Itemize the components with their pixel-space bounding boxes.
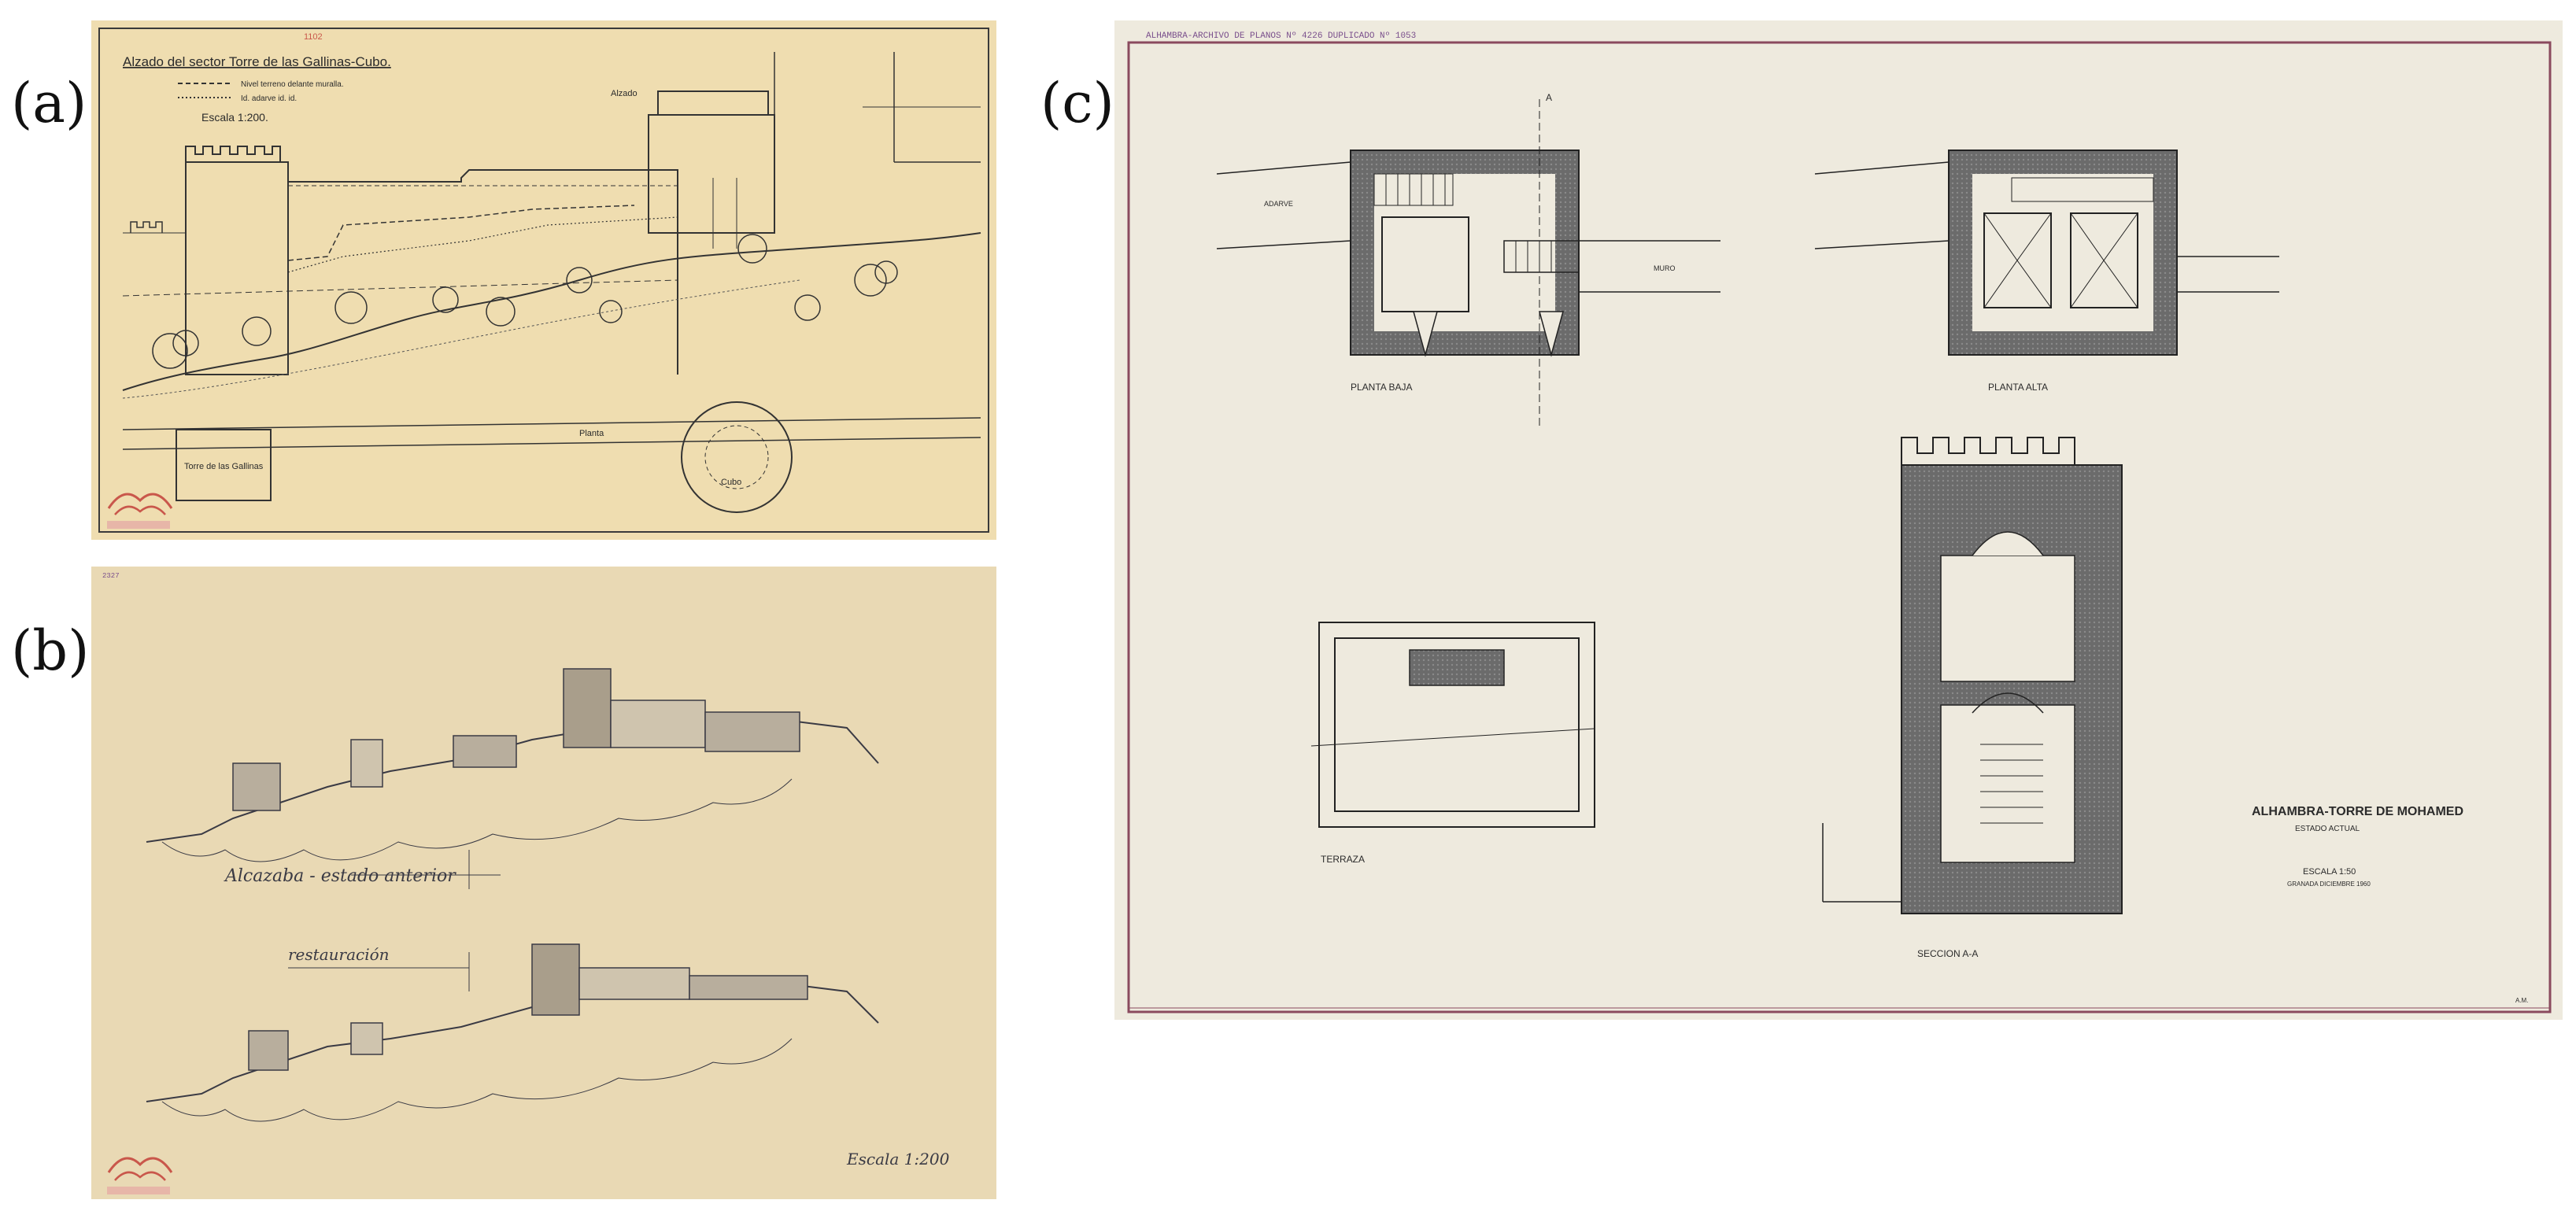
panel-label-c: (c) (1040, 71, 1114, 135)
sheet-c-scale: ESCALA 1:50 (2303, 867, 2356, 877)
sheet-a-alzado-label: Alzado (611, 89, 638, 98)
drawing-sheet-a: Alzado del sector Torre de las Gallinas-… (91, 20, 996, 540)
sheet-a-scale: Escala 1:200. (201, 111, 268, 124)
panel-label-b: (b) (11, 618, 90, 683)
sheet-b-caption-top: Alcazaba - estado anterior (224, 866, 456, 886)
junta-logo (107, 493, 173, 529)
plan-terrace (1310, 622, 1595, 828)
sheet-c-subtitle: ESTADO ACTUAL (2295, 825, 2360, 833)
seccion-label: SECCION A-A (1917, 948, 1978, 959)
drawing-sheet-b: 2327 Alcazaba - estado anterior restaura… (91, 567, 996, 1199)
sheet-b-caption-bottom: restauración (288, 945, 390, 964)
sheet-b-stamp-number: 2327 (102, 572, 120, 580)
planta-alta-label: PLANTA ALTA (1988, 382, 2048, 393)
sheet-c-date: GRANADA DICIEMBRE 1960 (2287, 881, 2371, 888)
tower-elevation (185, 146, 289, 375)
sheet-c-header: ALHAMBRA-ARCHIVO DE PLANOS Nº 4226 DUPLI… (1146, 31, 1416, 41)
plan-ground-floor (1216, 99, 1720, 430)
muro-label: MURO (1654, 264, 1676, 272)
sheet-a-legend-1: Nivel terreno delante muralla. (241, 80, 344, 89)
fortress-silhouette-before (146, 668, 879, 862)
sheet-c-title: ALHAMBRA-TORRE DE MOHAMED (2252, 805, 2463, 818)
sheet-a-cubo-label: Cubo (721, 478, 741, 487)
sheet-b-scale: Escala 1:200 (846, 1150, 950, 1168)
plan-upper-floor (1814, 150, 2279, 356)
elevation-drawing-b: 2327 Alcazaba - estado anterior restaura… (102, 572, 950, 1194)
sheet-c-corner-mark: A.M. (2515, 997, 2528, 1004)
adarve-label: ADARVE (1264, 200, 1293, 208)
section-elevation (1822, 437, 2123, 914)
sheet-a-stamp-number: 1102 (304, 32, 323, 42)
shrub-sketches (152, 234, 898, 369)
section-mark-top: A (1546, 92, 1552, 103)
panel-label-a: (a) (11, 71, 87, 135)
elevation-drawing-a: Alzado del sector Torre de las Gallinas-… (98, 28, 989, 533)
tower-plans-drawing: ALHAMBRA-ARCHIVO DE PLANOS Nº 4226 DUPLI… (1127, 31, 2552, 1013)
sheet-a-planta-label: Planta (579, 429, 604, 438)
sheet-a-title: Alzado del sector Torre de las Gallinas-… (123, 54, 391, 69)
fortress-silhouette-restored (146, 943, 879, 1122)
drawing-sheet-c: ALHAMBRA-ARCHIVO DE PLANOS Nº 4226 DUPLI… (1114, 20, 2563, 1020)
planta-baja-label: PLANTA BAJA (1351, 382, 1412, 393)
sheet-a-legend-2: Id. adarve id. id. (241, 94, 297, 103)
sheet-a-torre-label: Torre de las Gallinas (184, 462, 264, 471)
terraza-label: TERRAZA (1321, 854, 1365, 865)
junta-logo (107, 1157, 173, 1194)
